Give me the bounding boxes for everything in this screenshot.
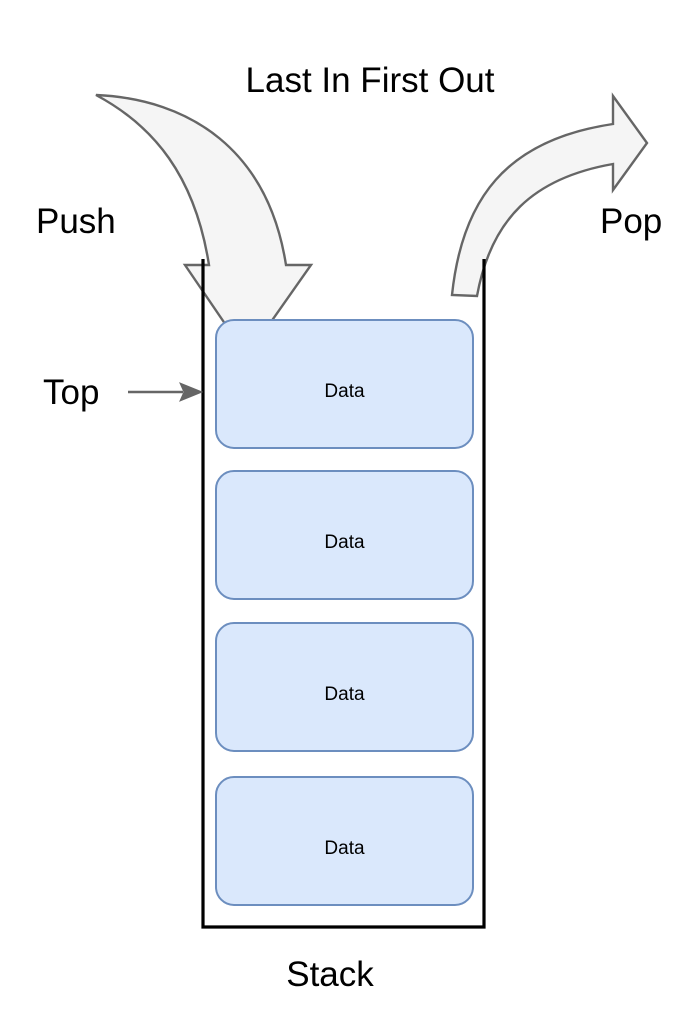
- stack-cell-label: Data: [324, 684, 365, 705]
- stack-cells: Data Data Data Data: [215, 319, 474, 906]
- top-label: Top: [43, 373, 99, 412]
- stack-cell: Data: [215, 622, 474, 752]
- stack-cell-box: [215, 470, 474, 600]
- pop-label: Pop: [600, 202, 662, 241]
- stack-cell: Data: [215, 470, 474, 600]
- pop-arrow-icon: [450, 92, 649, 298]
- stack-cell-label: Data: [324, 532, 365, 553]
- stack-cell-box: [215, 776, 474, 906]
- right-arrow-icon: [179, 382, 204, 402]
- stack-cell-box: [215, 622, 474, 752]
- stack-cell: Data: [215, 319, 474, 449]
- stack-cell-box: [215, 319, 474, 449]
- stack-cell-label: Data: [324, 381, 365, 402]
- stack-container: [201, 259, 486, 929]
- push-label: Push: [36, 202, 116, 241]
- stack-cell-label: Data: [324, 838, 365, 859]
- stack-bottom-label: Stack: [286, 955, 374, 994]
- stack-cell: Data: [215, 776, 474, 906]
- push-arrow-icon: [95, 93, 314, 359]
- diagram-title: Last In First Out: [246, 61, 495, 100]
